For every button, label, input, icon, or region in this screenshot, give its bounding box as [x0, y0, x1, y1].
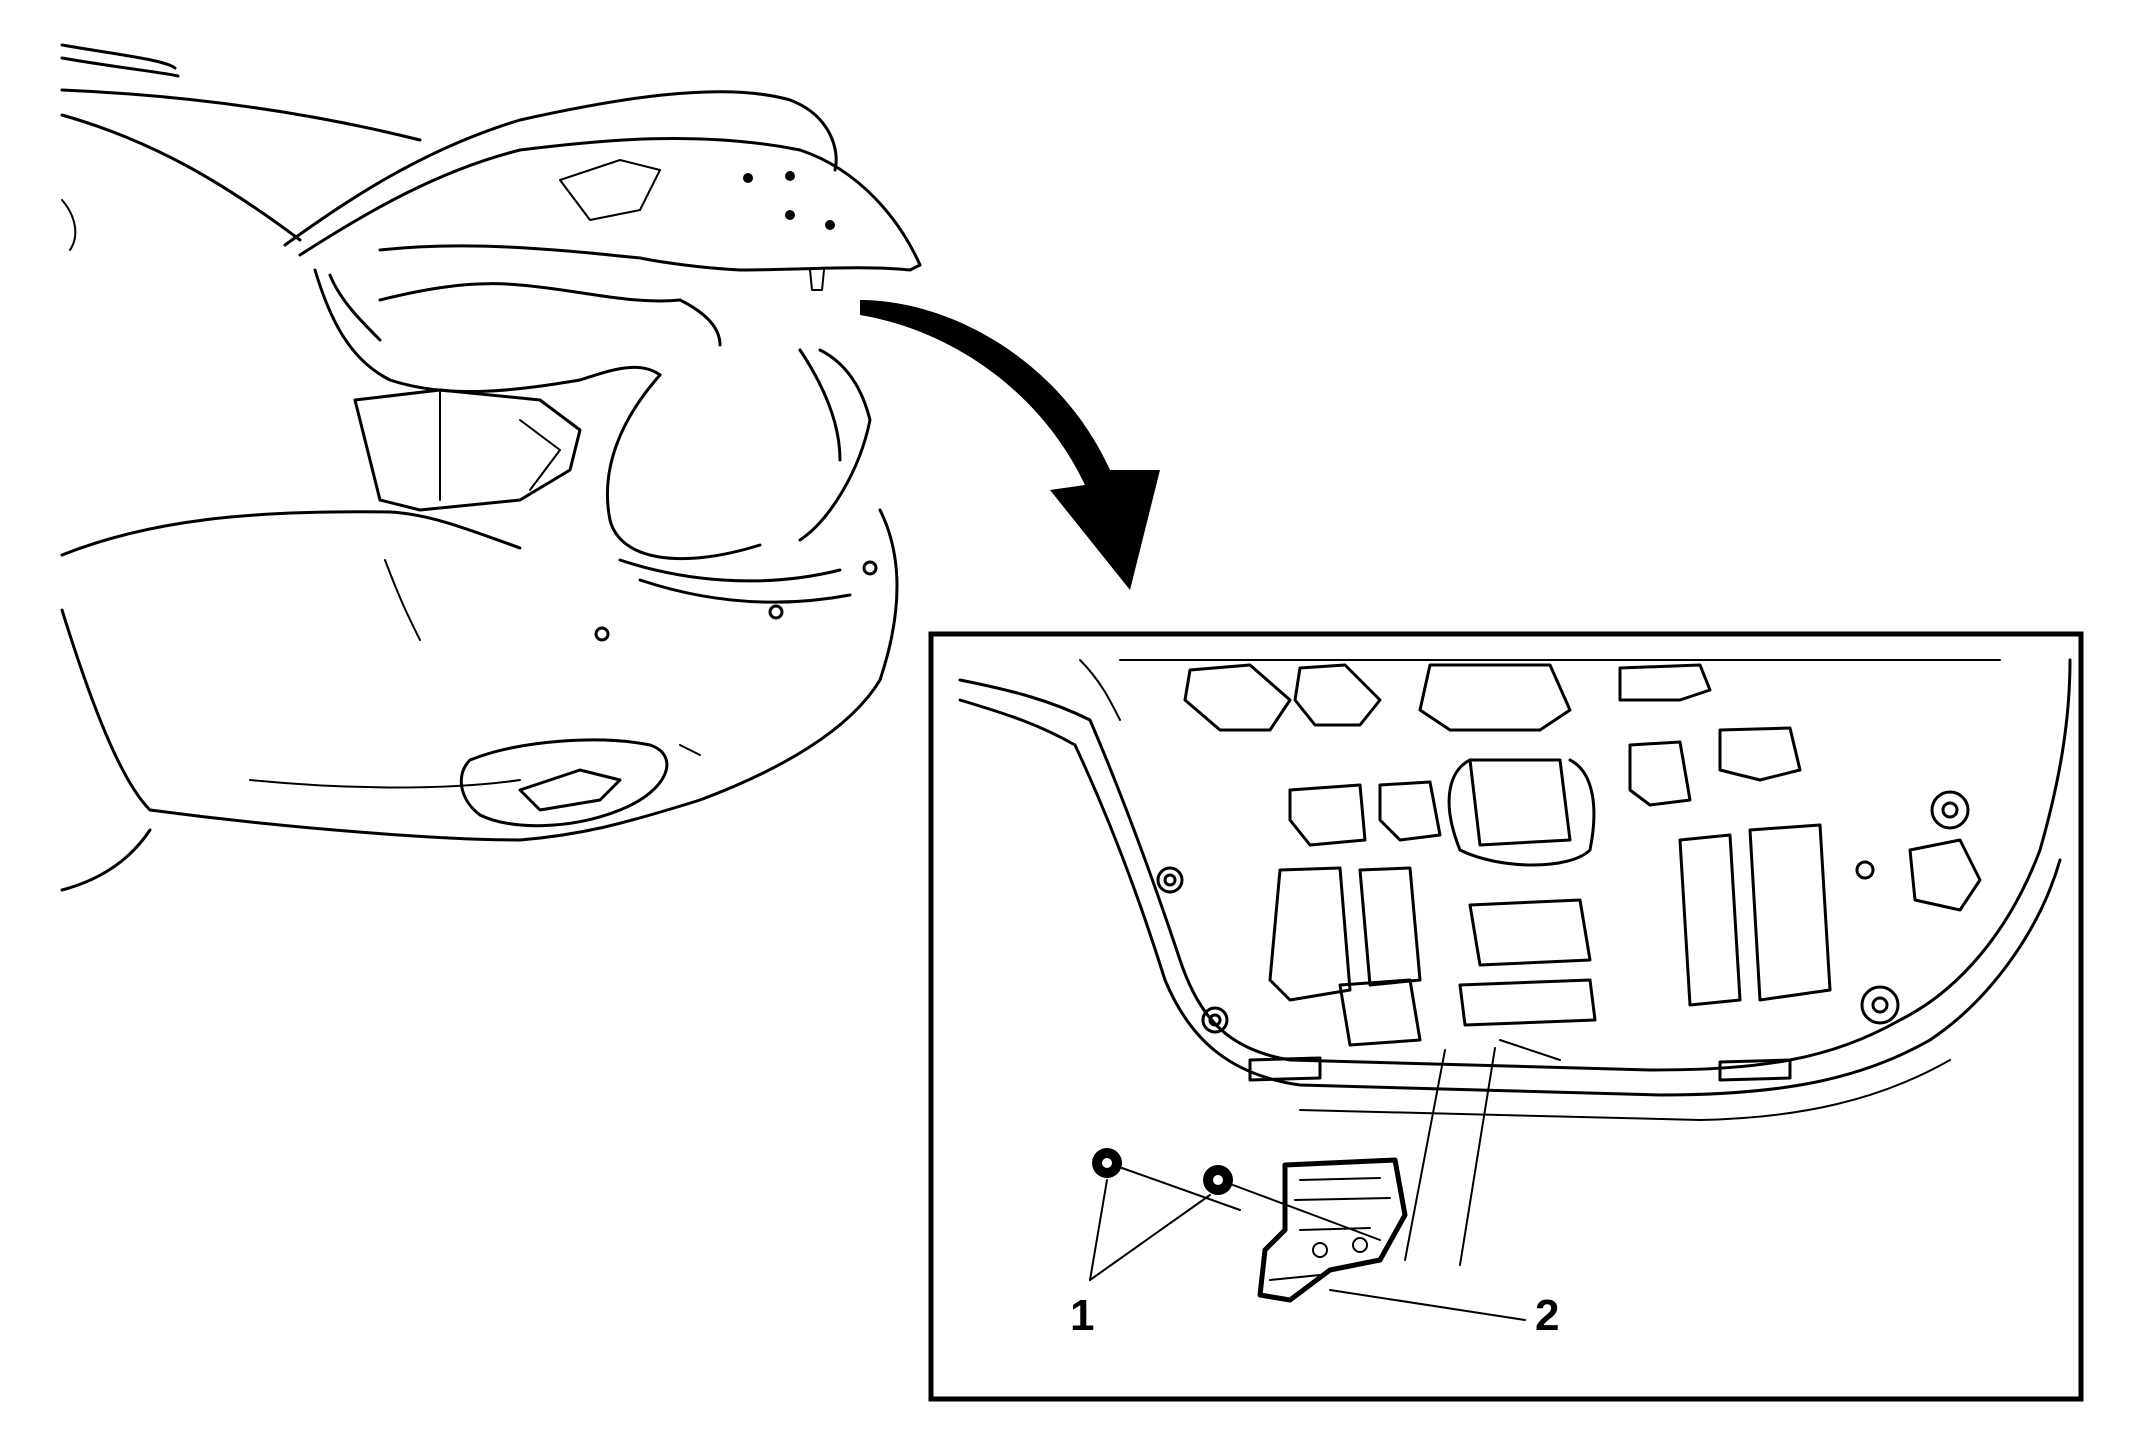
- trunk-latch: [1257, 1157, 1408, 1303]
- bolt-right: [1203, 1165, 1233, 1195]
- bolt-left: [1092, 1148, 1122, 1178]
- detail-arrow: [860, 300, 1160, 590]
- vehicle-rear-overview: [60, 43, 922, 892]
- detail-view: [928, 631, 2084, 1402]
- callout-2-label: 2: [1535, 1291, 1559, 1340]
- callout-1-label: 1: [1070, 1291, 1094, 1340]
